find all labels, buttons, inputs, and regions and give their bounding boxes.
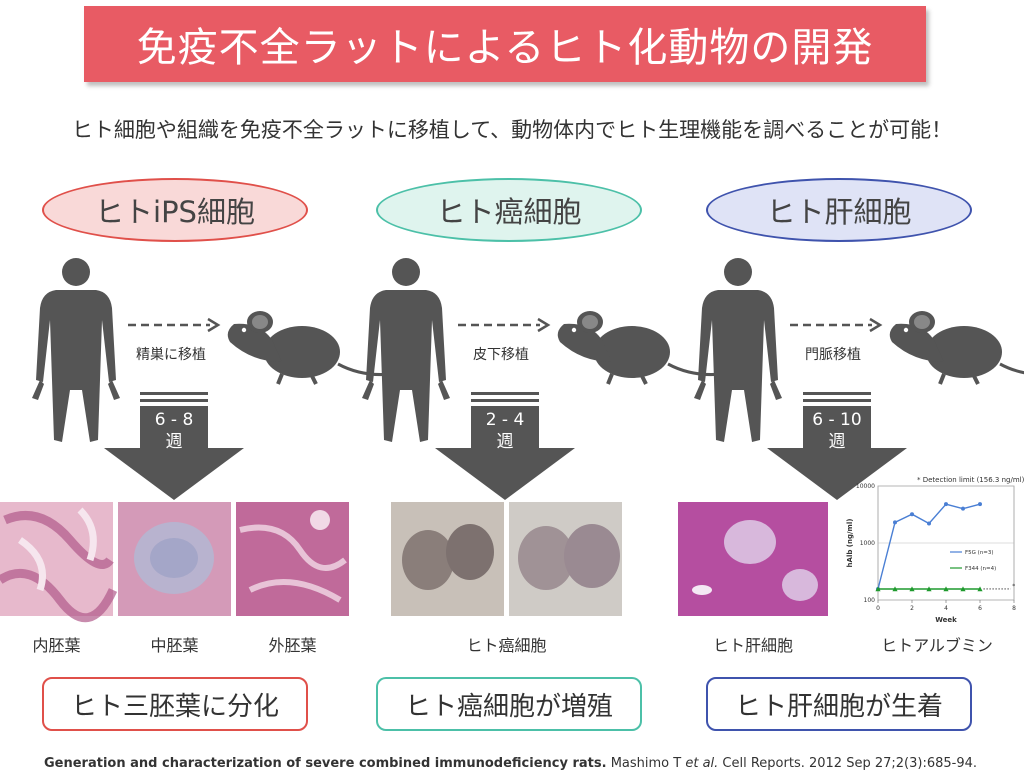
heading-ips: ヒトiPS細胞 bbox=[42, 178, 308, 242]
chart-data-point bbox=[927, 521, 931, 526]
heading-liver: ヒト肝細胞 bbox=[706, 178, 972, 242]
chart-data-point bbox=[875, 586, 881, 592]
chart-series-line bbox=[877, 503, 981, 590]
result-cancer: ヒト癌細胞が増殖 bbox=[376, 677, 642, 731]
chart-data-point bbox=[892, 586, 898, 592]
chart-x-tick-label: 2 bbox=[910, 605, 914, 612]
chart-data-point bbox=[978, 502, 982, 507]
page-title: 免疫不全ラットによるヒト化動物の開発 bbox=[136, 25, 874, 71]
histology-ectoderm-image bbox=[236, 502, 349, 616]
weeks-ips: 6 - 8 週 bbox=[119, 409, 229, 453]
subtitle: ヒト細胞や組織を免疫不全ラットに移植して、動物体内でヒト生理機能を調べることが可… bbox=[71, 118, 953, 142]
result-cancer-label: ヒト癌細胞が増殖 bbox=[404, 691, 613, 722]
chart-x-axis-label: Week bbox=[935, 616, 957, 624]
weeks-liver-range: 6 - 10 bbox=[812, 410, 862, 430]
result-liver: ヒト肝細胞が生着 bbox=[706, 677, 972, 731]
weeks-cancer-unit: 週 bbox=[496, 432, 514, 452]
chart-x-tick-label: 8 bbox=[1012, 605, 1016, 612]
weeks-cancer-range: 2 - 4 bbox=[485, 410, 525, 430]
rat-icon bbox=[887, 309, 1024, 386]
result-ips: ヒト三胚葉に分化 bbox=[42, 677, 308, 731]
weeks-ips-unit: 週 bbox=[165, 432, 183, 452]
result-ips-label: ヒト三胚葉に分化 bbox=[70, 691, 279, 722]
caption-ectoderm: 外胚葉 bbox=[268, 636, 317, 655]
chart-y-tick-label: 1000 bbox=[860, 540, 875, 547]
chart-data-point bbox=[944, 502, 948, 507]
chart-data-point bbox=[977, 586, 983, 592]
tumor-photo-2 bbox=[509, 502, 622, 616]
reference-title: Generation and characterization of sever… bbox=[44, 756, 607, 771]
rat-icon bbox=[555, 309, 724, 386]
caption-albumin: ヒトアルブミン bbox=[881, 636, 993, 655]
reference-authors: Mashimo T bbox=[610, 756, 686, 771]
chart-data-point bbox=[926, 586, 932, 592]
chart-legend-label: F5G (n=3) bbox=[965, 550, 994, 556]
chart-data-point bbox=[960, 586, 966, 592]
reference-citation: Generation and characterization of sever… bbox=[44, 756, 977, 771]
chart-y-axis-label: hAlb (ng/ml) bbox=[846, 519, 854, 568]
heading-cancer-label: ヒト癌細胞 bbox=[436, 195, 582, 229]
caption-endoderm: 内胚葉 bbox=[32, 636, 81, 655]
dashed-arrow-icon bbox=[128, 317, 221, 333]
albumin-chart: * Detection limit (156.3 ng/ml) 100 1000 1… bbox=[846, 476, 1024, 624]
chart-x-tick-label: 6 bbox=[978, 605, 982, 612]
chart-data-point bbox=[961, 506, 965, 511]
result-liver-label: ヒト肝細胞が生着 bbox=[734, 691, 943, 722]
human-silhouette-icon bbox=[362, 258, 450, 442]
histology-liver-image bbox=[678, 502, 828, 616]
weeks-ips-range: 6 - 8 bbox=[154, 410, 194, 430]
chart-legend-label: F344 (n=4) bbox=[965, 566, 996, 572]
route-label-ips: 精巣に移植 bbox=[136, 347, 206, 363]
dashed-arrow-icon bbox=[790, 317, 883, 333]
human-silhouette-icon bbox=[32, 258, 120, 442]
heading-cancer: ヒト癌細胞 bbox=[376, 178, 642, 242]
dashed-arrow-icon bbox=[458, 317, 551, 333]
weeks-cancer: 2 - 4 週 bbox=[450, 409, 560, 453]
chart-x-tick-label: 4 bbox=[944, 605, 948, 612]
human-silhouette-icon bbox=[694, 258, 782, 442]
chart-annotation: * bbox=[1012, 583, 1015, 590]
chart-title: * Detection limit (156.3 ng/ml) bbox=[917, 476, 1024, 484]
weeks-liver: 6 - 10 週 bbox=[782, 409, 892, 453]
chart-data-point bbox=[943, 586, 949, 592]
caption-cancer: ヒト癌細胞 bbox=[466, 636, 547, 655]
histology-mesoderm-image bbox=[118, 502, 231, 616]
histology-endoderm-image bbox=[0, 502, 118, 623]
chart-y-tick-label: 10000 bbox=[856, 483, 875, 490]
chart-data-point bbox=[909, 586, 915, 592]
chart-y-tick-label: 100 bbox=[864, 597, 876, 604]
caption-mesoderm: 中胚葉 bbox=[150, 636, 199, 655]
route-label-liver: 門脈移植 bbox=[805, 347, 861, 363]
title-banner: 免疫不全ラットによるヒト化動物の開発 bbox=[84, 6, 926, 82]
reference-journal: Cell Reports. 2012 Sep 27;2(3):685-94. bbox=[718, 756, 978, 771]
weeks-liver-unit: 週 bbox=[828, 432, 846, 452]
heading-ips-label: ヒトiPS細胞 bbox=[95, 195, 255, 229]
chart-data-point bbox=[893, 520, 897, 525]
heading-liver-label: ヒト肝細胞 bbox=[766, 195, 912, 229]
chart-x-tick-label: 0 bbox=[876, 605, 880, 612]
tumor-photo-1 bbox=[391, 502, 504, 616]
caption-liver: ヒト肝細胞 bbox=[712, 636, 793, 655]
chart-data-point bbox=[910, 512, 914, 517]
route-label-cancer: 皮下移植 bbox=[473, 347, 529, 363]
reference-etal: et al. bbox=[685, 756, 719, 771]
